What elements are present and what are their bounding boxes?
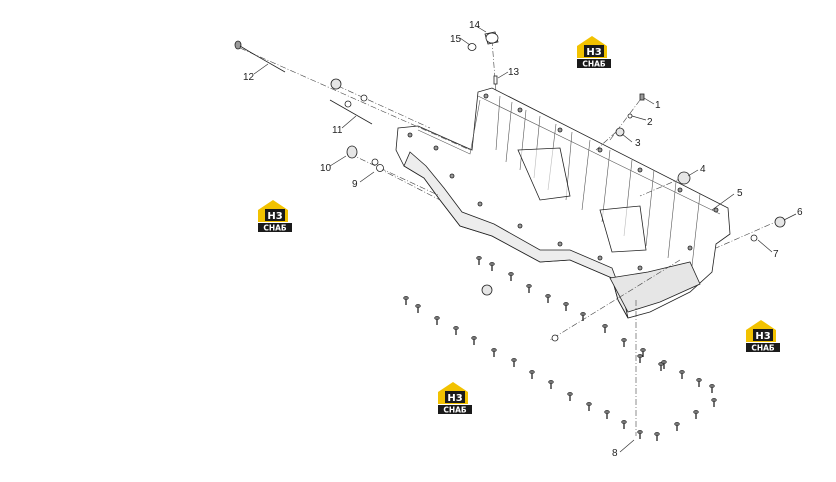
- callout-7: 7: [773, 249, 779, 260]
- bolt: [511, 358, 517, 367]
- bolt: [640, 348, 646, 357]
- bolt: [637, 354, 643, 363]
- bolt: [563, 302, 569, 311]
- bolt: [621, 338, 627, 347]
- bolt: [403, 296, 409, 305]
- callout-8: 8: [612, 448, 618, 459]
- bolt: [586, 402, 592, 411]
- callout-12: 12: [243, 72, 255, 83]
- callout-5: 5: [737, 188, 743, 199]
- bolt: [529, 370, 535, 379]
- leader-lines: [253, 25, 797, 453]
- callout-13: 13: [508, 67, 520, 78]
- bolt: [434, 316, 440, 325]
- bolt: [453, 326, 459, 335]
- bolt: [548, 380, 554, 389]
- bolt: [693, 410, 699, 419]
- right-side-parts: [615, 93, 786, 242]
- logo-bottom-bar: [746, 343, 780, 352]
- dipstick-tube: [329, 78, 373, 125]
- pan-bolts: [403, 256, 717, 441]
- bolt: [621, 420, 627, 429]
- bolt: [489, 262, 495, 271]
- logo-bottom-text: СНАБ: [582, 60, 606, 69]
- logo-bottom-bar: [258, 223, 292, 232]
- logo-top-text: Н3: [447, 393, 462, 404]
- callout-15: 15: [450, 34, 462, 45]
- bolt: [580, 312, 586, 321]
- bolt: [604, 410, 610, 419]
- callout-9: 9: [352, 179, 358, 190]
- logo-bottom-bar: [577, 59, 611, 68]
- logo-top-text: Н3: [267, 211, 282, 222]
- logo-bottom-text: СНАБ: [751, 344, 775, 353]
- bolt: [696, 378, 702, 387]
- bolt: [471, 336, 477, 345]
- logo-inner-block: [445, 391, 465, 403]
- callout-3: 3: [635, 138, 641, 149]
- callout-1: 1: [655, 100, 661, 111]
- logo-bottom-bar: [438, 405, 472, 414]
- bolt: [679, 370, 685, 379]
- stud-13: [493, 75, 498, 85]
- callout-10: 10: [320, 163, 332, 174]
- bolt-set: [481, 284, 559, 342]
- bolt: [476, 256, 482, 265]
- logo-inner-block: [753, 329, 773, 341]
- bolt: [415, 304, 421, 313]
- bolt: [637, 430, 643, 439]
- callout-6: 6: [797, 207, 803, 218]
- bolt: [602, 324, 608, 333]
- centre-lines: [239, 39, 781, 436]
- logo-top-text: Н3: [586, 47, 601, 58]
- plug-and-seal: [346, 145, 384, 172]
- bolt: [567, 392, 573, 401]
- dipstick: [234, 40, 286, 73]
- flange-bolt-holes: [407, 93, 719, 271]
- logo-bottom-text: СНАБ: [263, 224, 287, 233]
- logo-inner-block: [265, 209, 285, 221]
- bolt: [508, 272, 514, 281]
- bolt: [709, 384, 715, 393]
- logo-top-text: Н3: [755, 331, 770, 342]
- bolt: [711, 398, 717, 407]
- callout-14: 14: [469, 20, 481, 31]
- logo-bottom-text: СНАБ: [443, 406, 467, 415]
- cap-and-ring: [467, 31, 499, 51]
- oil-pan: [395, 87, 731, 319]
- bolt: [674, 422, 680, 431]
- callout-11: 11: [332, 125, 343, 136]
- bolt: [661, 360, 667, 369]
- logo-inner-block: [584, 45, 604, 57]
- bolt: [654, 432, 660, 441]
- callout-labels: 1 2 3 4 5 6 7 8 9 10 11 12 13 14 15: [243, 20, 803, 459]
- bolt: [545, 294, 551, 303]
- bolt: [491, 348, 497, 357]
- callout-2: 2: [647, 117, 653, 128]
- callout-4: 4: [700, 164, 706, 175]
- bolt: [526, 284, 532, 293]
